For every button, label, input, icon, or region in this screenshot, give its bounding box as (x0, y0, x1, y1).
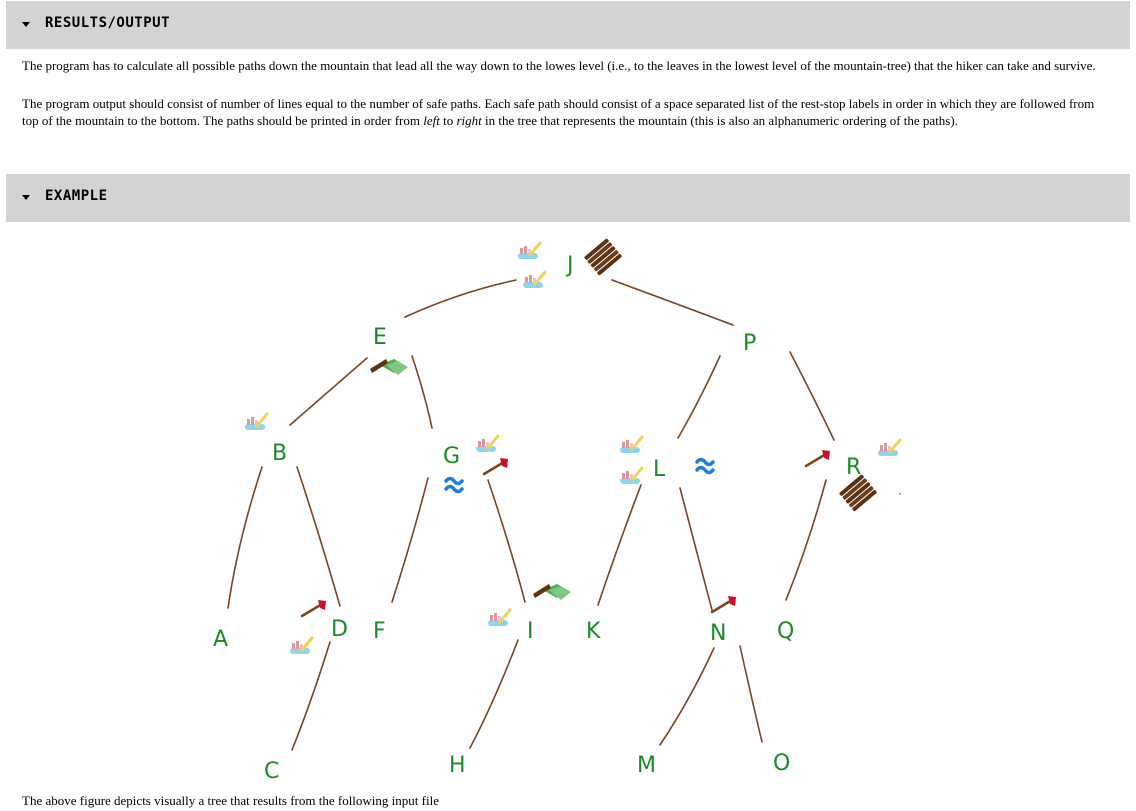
node-Q: Q (777, 619, 794, 644)
node-P: P (743, 331, 756, 356)
plant-icon (370, 359, 408, 375)
node-J: J (565, 253, 574, 278)
results-paragraph-2: The program output should consist of num… (22, 96, 1095, 128)
section-header-results[interactable]: RESULTS/OUTPUT (6, 1, 1130, 49)
plant-icon (533, 584, 571, 600)
axe-icon (300, 598, 328, 618)
tree-branches (227, 279, 835, 751)
section-header-example[interactable]: EXAMPLE (6, 174, 1130, 222)
rest-stop-icon (288, 636, 314, 656)
dot-mark (899, 493, 901, 495)
node-A: A (213, 627, 228, 652)
node-D: D (331, 617, 348, 642)
firewood-icon (838, 474, 878, 512)
rest-stop-icon (474, 434, 500, 454)
rest-stop-icon (618, 435, 644, 455)
axe-icon (804, 448, 832, 468)
caret-down-icon[interactable] (22, 195, 30, 200)
rest-stop-icon (486, 608, 512, 628)
rest-stop-icon (521, 270, 547, 290)
mountain-tree-figure: J E P B G L R A D F I K N Q C H M O (213, 238, 902, 784)
node-B: B (272, 441, 287, 466)
figure-caption: The above figure depicts visually a tree… (22, 793, 439, 808)
rest-stop-icon (618, 466, 644, 486)
rest-stop-icon (876, 438, 902, 458)
tree-node-labels: J E P B G L R A D F I K N Q C H M O (213, 253, 861, 784)
results-paragraph-1: The program has to calculate all possibl… (22, 58, 1096, 73)
section-title-results: RESULTS/OUTPUT (45, 15, 171, 31)
node-F: F (373, 619, 386, 644)
node-C: C (264, 759, 279, 784)
rest-stop-icon (516, 241, 542, 261)
node-O: O (773, 751, 790, 776)
rest-stop-icon (243, 412, 269, 432)
axe-icon (482, 456, 510, 476)
node-I: I (527, 619, 534, 644)
node-M: M (637, 753, 656, 778)
section-title-example: EXAMPLE (45, 188, 108, 204)
firewood-icon (583, 238, 623, 276)
node-H: H (449, 753, 466, 778)
caret-down-icon[interactable] (22, 22, 30, 27)
node-E: E (373, 325, 387, 350)
water-icon (695, 457, 715, 475)
node-K: K (586, 619, 601, 644)
node-L: L (653, 457, 666, 482)
axe-icon (710, 594, 738, 614)
node-G: G (443, 444, 460, 469)
water-icon (444, 476, 464, 494)
node-N: N (710, 621, 726, 646)
node-R: R (846, 455, 861, 480)
